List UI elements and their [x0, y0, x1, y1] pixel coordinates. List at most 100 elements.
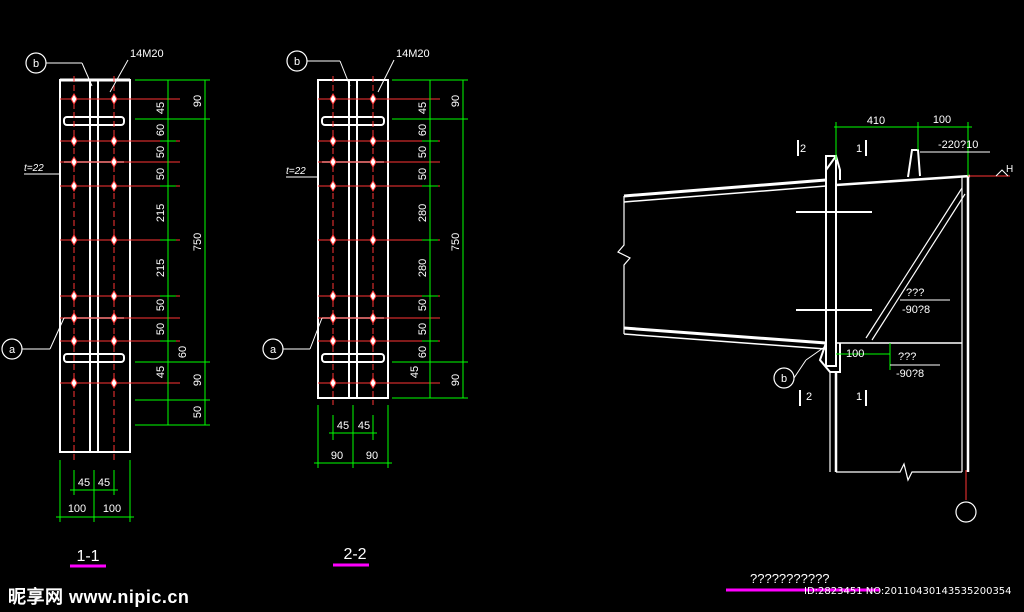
bolt [329, 156, 377, 168]
end-plate [825, 155, 837, 367]
beam-top-flange [623, 178, 827, 198]
dim-inner-1: 45 [417, 102, 429, 114]
dim-inner-4: 50 [417, 168, 429, 180]
section-2-2: 90 750 90 45 60 50 50 280 280 50 50 60 4… [262, 48, 468, 567]
column-top [835, 174, 971, 187]
bolt [329, 290, 377, 302]
bolt [70, 93, 118, 105]
dim-outer-1: 90 [450, 95, 462, 107]
section-mark-bottom-right: 1 [856, 391, 862, 403]
callout-a-label: a [9, 344, 16, 356]
diagonal-stiffener [865, 187, 963, 339]
bolt [329, 93, 377, 105]
bolt [70, 290, 118, 302]
break-line [617, 196, 631, 334]
section-mark-top-left: 2 [800, 143, 806, 155]
dim-inner-9: 60 [417, 346, 429, 358]
bolt [70, 335, 118, 347]
callout-b-label: b [33, 58, 39, 70]
top-flange [321, 116, 385, 126]
section-1-1: 90 750 90 50 45 60 50 50 215 215 50 50 6… [1, 48, 210, 568]
dim-inner-5: 215 [155, 204, 167, 222]
bottom-flange [63, 353, 125, 363]
bolt [70, 156, 118, 168]
vertical-dimensions [135, 79, 210, 426]
callout-a-label: a [270, 344, 277, 356]
dim-outer-3: 90 [192, 374, 204, 386]
callout-b-label: b [781, 373, 787, 385]
dim-h-inner-1: 45 [337, 420, 349, 432]
section-title-1-1: 1-1 [76, 548, 99, 565]
dim-inner-4: 50 [155, 168, 167, 180]
dim-top-1: 410 [867, 115, 885, 127]
bolt [329, 335, 377, 347]
bolt [329, 135, 377, 147]
bolt [329, 377, 377, 389]
elevation-caption: ??????????? [750, 571, 830, 586]
plate-thickness: t=22 [24, 163, 44, 174]
dim-inner-2: 60 [155, 124, 167, 136]
section-mark-top-right: 1 [856, 143, 862, 155]
plate-spec: -220?10 [938, 139, 978, 151]
bolt [329, 180, 377, 192]
dim-inner-6: 215 [155, 259, 167, 277]
watermark-cn: 昵享网 [8, 587, 64, 607]
dim-bottom: 100 [846, 348, 864, 360]
bolt [70, 312, 118, 324]
bolt [70, 377, 118, 389]
vertical-dimensions [392, 79, 468, 399]
dim-outer-2: 750 [192, 233, 204, 251]
top-flange [63, 116, 125, 126]
dim-inner-7: 50 [417, 299, 429, 311]
dim-inner-6: 280 [417, 259, 429, 277]
dim-inner-8: 50 [155, 323, 167, 335]
dim-top-2: 100 [933, 114, 951, 126]
horizontal-dimensions [314, 405, 392, 468]
dim-inner-9: 60 [177, 346, 189, 358]
dim-inner-3: 50 [417, 146, 429, 158]
bolt-group [329, 93, 377, 389]
stiffener-label: ??? [906, 287, 924, 299]
image-id-line: ID:2823451 NO:20110430143535200354 [804, 586, 1012, 597]
plate-thickness: t=22 [286, 166, 306, 177]
bolt-spec: 14M20 [396, 48, 430, 60]
dim-outer-4: 50 [192, 406, 204, 418]
dim-inner-1: 45 [155, 102, 167, 114]
end-plate-outline [59, 79, 131, 453]
dim-outer-1: 90 [192, 95, 204, 107]
watermark-url: www.nipic.cn [69, 587, 190, 607]
dim-h-inner-2: 45 [98, 477, 110, 489]
bolt [329, 234, 377, 246]
horizontal-dimensions [56, 460, 134, 522]
level-label: H [1006, 164, 1013, 175]
dim-outer-3: 90 [450, 374, 462, 386]
dim-inner-5: 280 [417, 204, 429, 222]
bottom-flange [321, 353, 385, 363]
end-plate-outline [317, 79, 389, 399]
callout-b-label: b [294, 56, 300, 68]
bolt [329, 312, 377, 324]
dim-outer-2: 750 [450, 233, 462, 251]
bolt [70, 180, 118, 192]
top-dimensions [834, 122, 972, 370]
dim-inner-2: 60 [417, 124, 429, 136]
dim-inner-7: 50 [155, 299, 167, 311]
stiffener2-size: -90?8 [896, 368, 924, 380]
beam-bottom-flange [623, 326, 827, 345]
bolt [70, 234, 118, 246]
dim-inner-10: 45 [155, 366, 167, 378]
dim-h-outer-1: 90 [331, 450, 343, 462]
dim-inner-10: 45 [409, 366, 421, 378]
column-break [836, 462, 962, 482]
bolt-group [70, 93, 118, 389]
stiffener2-label: ??? [898, 351, 916, 363]
dim-h-outer-1: 100 [68, 503, 86, 515]
dim-h-outer-2: 100 [103, 503, 121, 515]
dim-h-outer-2: 90 [366, 450, 378, 462]
bolt-spec: 14M20 [130, 48, 164, 60]
watermark: 昵享网 www.nipic.cn [8, 583, 189, 609]
dim-inner-3: 50 [155, 146, 167, 158]
bolt [70, 135, 118, 147]
